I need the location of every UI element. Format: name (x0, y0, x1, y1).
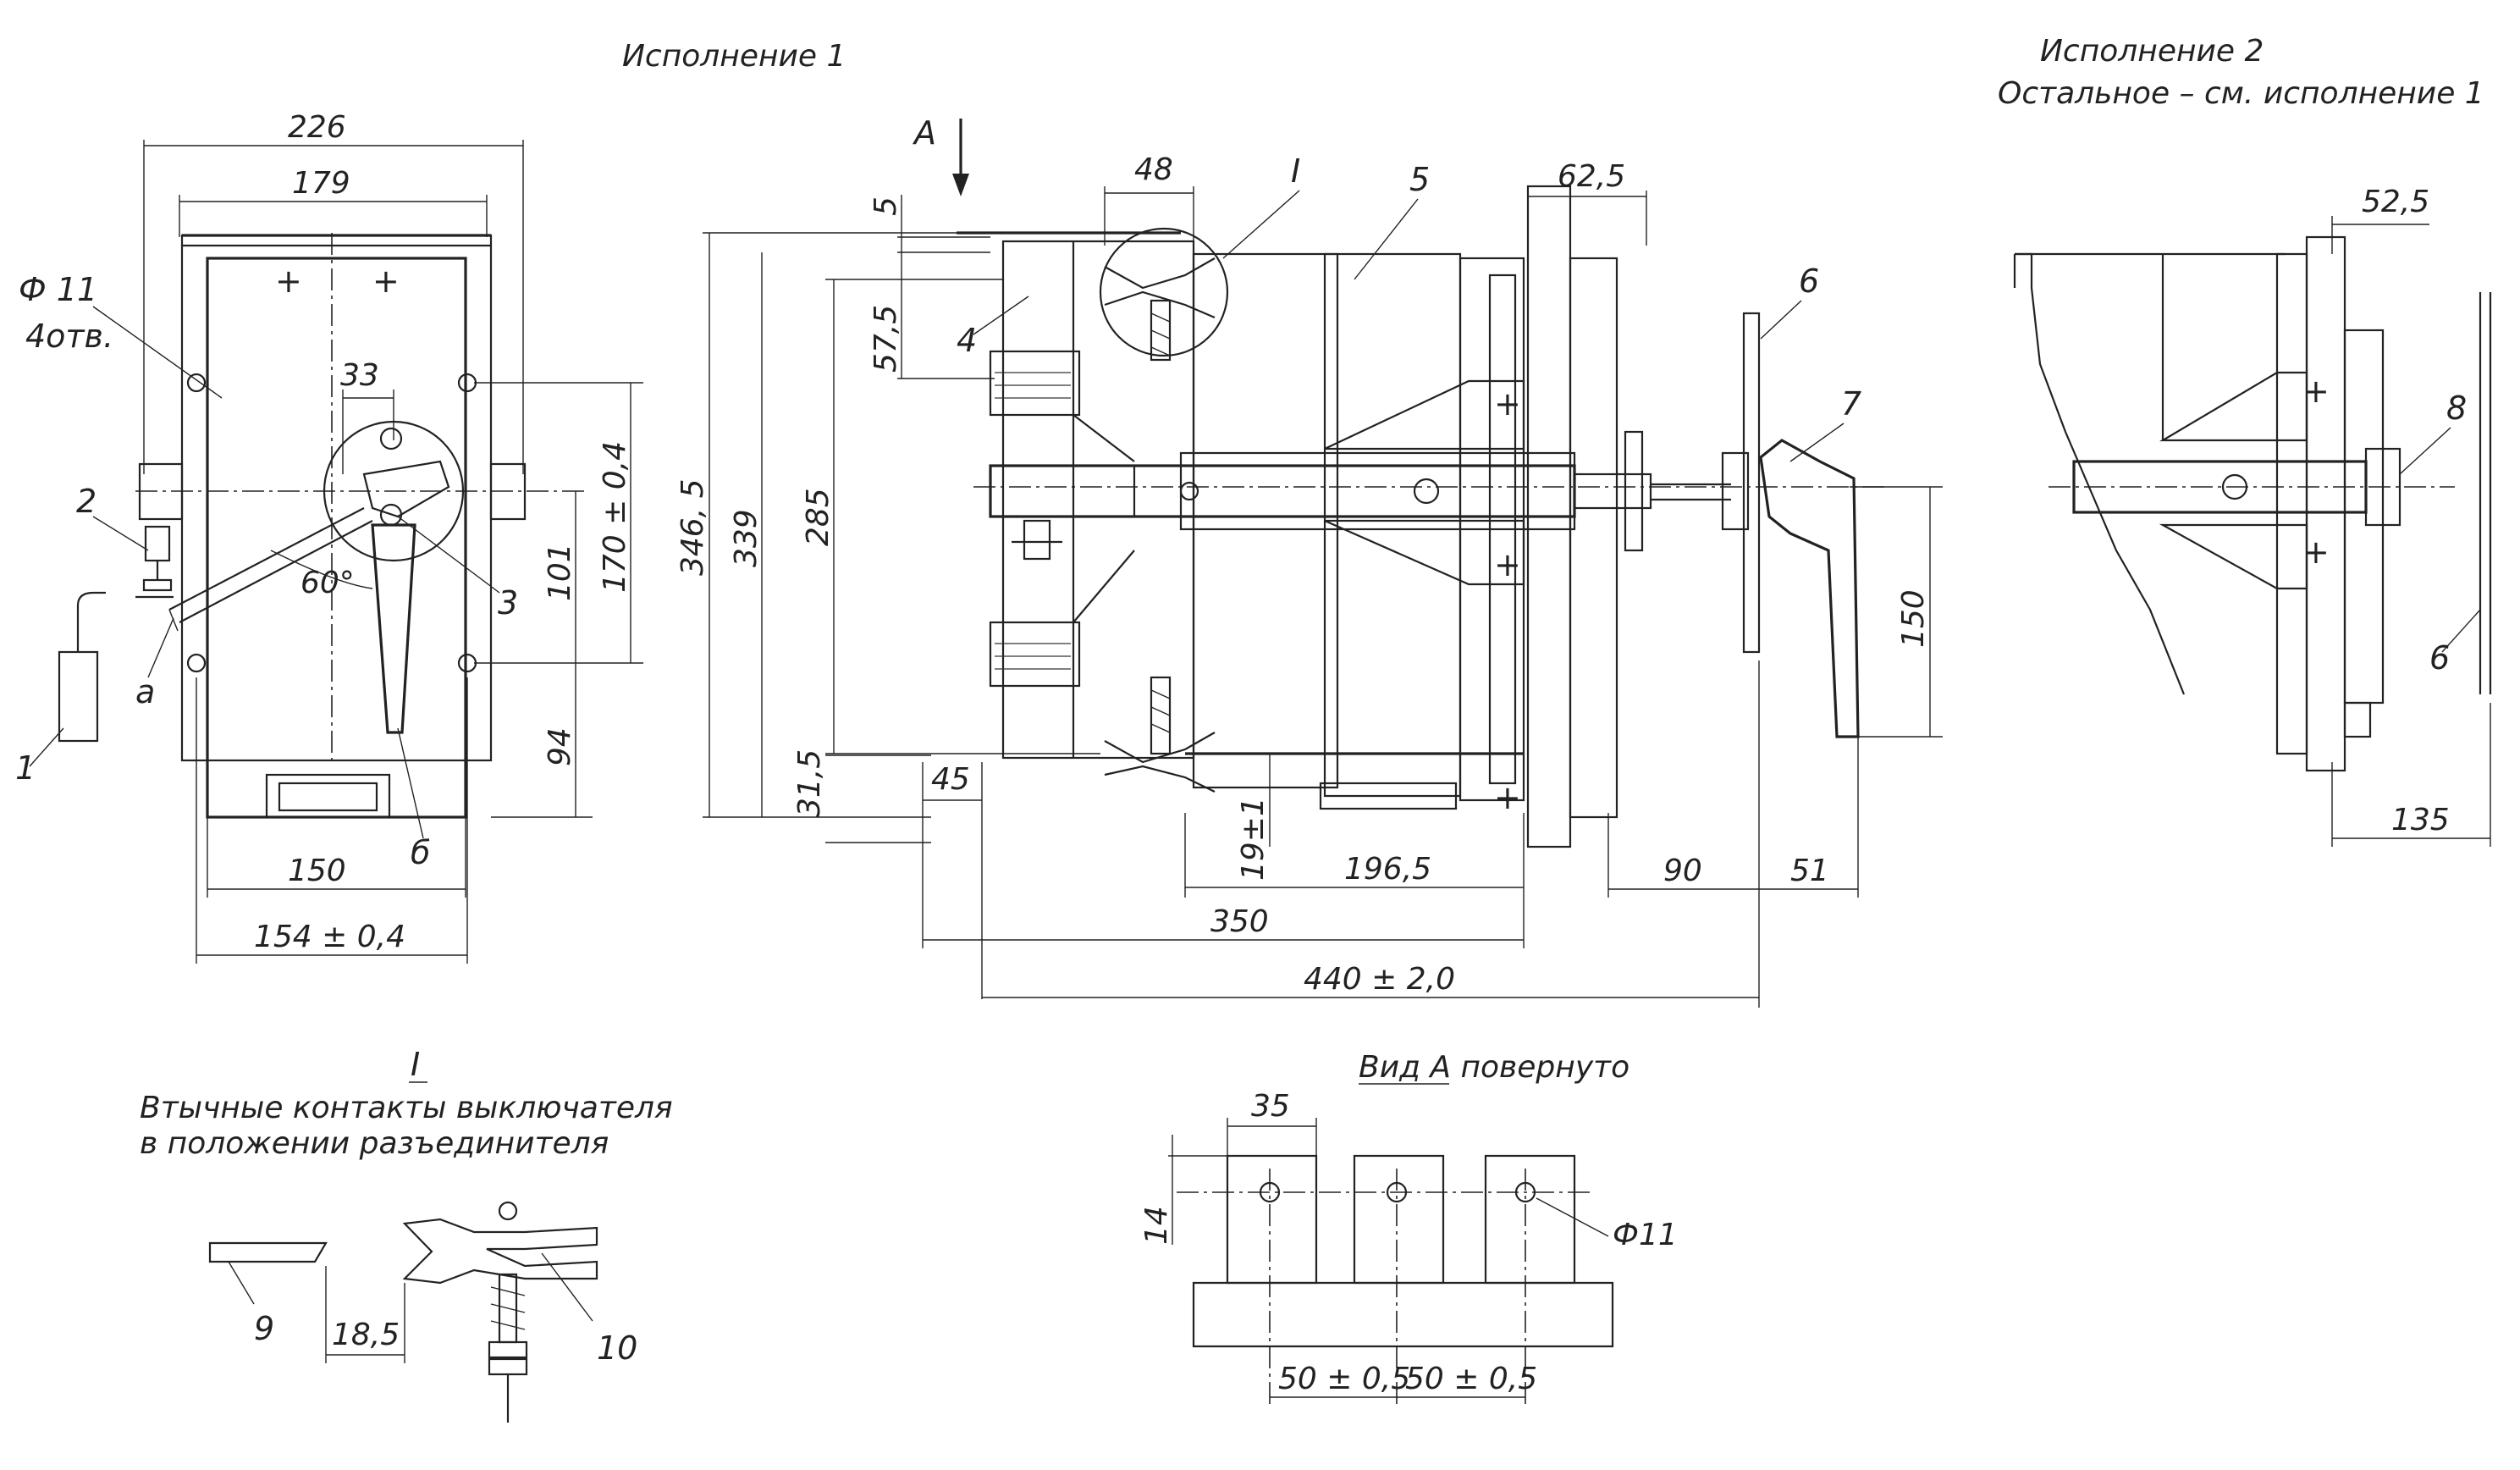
detail-mark: I (411, 1046, 420, 1083)
svg-text:+: + (1494, 385, 1521, 423)
title-ispolnenie-2: Исполнение 2 (2040, 34, 2264, 69)
title-vid-a: Вид А повернуто (1359, 1050, 1629, 1085)
side-callouts: 4 5 I 6 7 (957, 152, 1861, 462)
callout-1: 1 (15, 749, 36, 787)
dim-339: 339 (729, 509, 764, 567)
svg-text:+: + (1494, 546, 1521, 583)
svg-text:+: + (275, 262, 302, 300)
dim-50-a: 50 ± 0,5 (1278, 1362, 1410, 1396)
title-ostalnoe: Остальное – см. исполнение 1 (1998, 76, 2484, 111)
callout-9: 9 (254, 1310, 274, 1347)
svg-text:+: + (2302, 373, 2330, 410)
detail-title-2: в положении разъединителя (140, 1126, 609, 1161)
dim-150: 150 (288, 854, 346, 888)
dim-48: 48 (1134, 152, 1173, 187)
callout-6: 6 (1799, 262, 1819, 300)
dim-350: 350 (1210, 904, 1269, 939)
dim-170: 170 ± 0,4 (598, 441, 632, 593)
callout-10: 10 (597, 1329, 637, 1367)
dim-346-5: 346, 5 (675, 478, 710, 576)
detail-i: I Втычные контакты выключателя в положен… (140, 1046, 673, 1423)
svg-text:+: + (2302, 533, 2330, 571)
label-phi11-b: Ф11 (1613, 1218, 1678, 1252)
front-dimensions: 226 179 Ф 11 4отв. 33 60° 170 ± 0,4 101 … (19, 110, 643, 964)
svg-text:+: + (372, 262, 400, 300)
callout-a: а (135, 673, 155, 710)
title-ispolnenie-1: Исполнение 1 (622, 39, 846, 74)
dim-101: 101 (543, 543, 577, 601)
arrow-a-label: А (912, 114, 936, 152)
callout-2: 2 (76, 483, 96, 520)
dim-154: 154 ± 0,4 (254, 920, 405, 954)
dim-35: 35 (1251, 1089, 1290, 1124)
callout-roman-i: I (1291, 152, 1300, 190)
dim-51: 51 (1790, 854, 1829, 888)
dim-50-b: 50 ± 0,5 (1405, 1362, 1537, 1396)
view-a: Вид А повернуто 35 14 Ф11 50 ± 0,5 50 ± … (1139, 1050, 1678, 1406)
front-view: + + (58, 233, 584, 819)
dim-150-vertical: 150 (1896, 589, 1931, 648)
svg-text:+: + (1494, 779, 1521, 816)
dim-33: 33 (340, 358, 379, 393)
dim-94: 94 (543, 727, 577, 766)
detail-title-1: Втычные контакты выключателя (140, 1091, 673, 1125)
dim-90: 90 (1663, 854, 1702, 888)
dim-196-5: 196,5 (1344, 852, 1431, 887)
dim-31-5: 31,5 (792, 749, 827, 817)
dim-52-5: 52,5 (2362, 185, 2429, 219)
label-phi11: Ф 11 (19, 271, 97, 308)
dim-18-5: 18,5 (332, 1318, 400, 1352)
dim-285: 285 (801, 488, 835, 546)
dim-19: 19±1 (1236, 797, 1271, 881)
dim-57-5: 57,5 (868, 305, 903, 373)
dim-135: 135 (2391, 803, 2450, 837)
side-dimensions: 48 5 57,5 346, 5 339 285 31,5 45 19±1 19… (675, 152, 1943, 1008)
callout-4: 4 (957, 322, 977, 359)
dim-5: 5 (868, 196, 903, 216)
callout-8: 8 (2446, 390, 2467, 427)
dim-179: 179 (292, 166, 350, 201)
front-plate (180, 234, 493, 762)
dim-14: 14 (1139, 1206, 1174, 1245)
dim-440: 440 ± 2,0 (1304, 962, 1455, 997)
callout-b: б (411, 834, 430, 871)
callout-3: 3 (498, 584, 518, 622)
label-4otv: 4отв. (25, 318, 113, 355)
callout-6b: 6 (2429, 639, 2450, 677)
side-view: А + (912, 114, 1888, 848)
dim-62-5: 62,5 (1558, 159, 1625, 194)
callout-7: 7 (1841, 385, 1861, 423)
callout-5: 5 (1409, 161, 1430, 198)
variant-2-view: + + 52,5 135 8 6 (2013, 185, 2492, 847)
dim-45: 45 (931, 762, 970, 797)
front-callouts: 1 2 3 а б (15, 483, 518, 871)
dim-226: 226 (288, 110, 346, 145)
dim-60: 60° (301, 566, 355, 600)
